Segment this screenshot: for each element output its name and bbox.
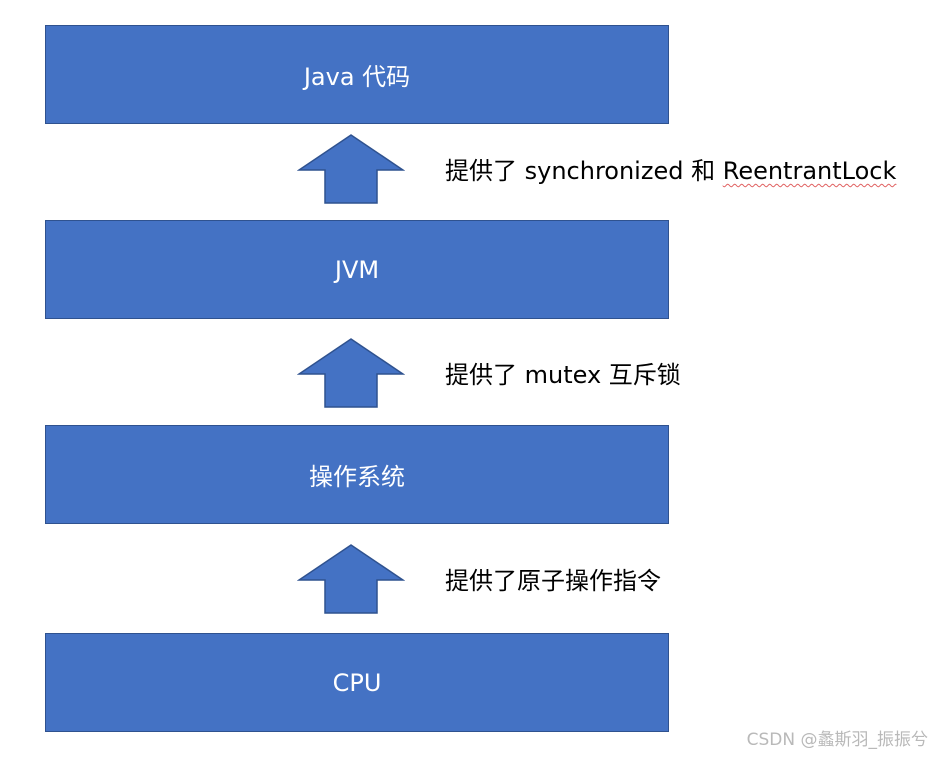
layer-label-jvm: JVM [334,255,380,284]
watermark: CSDN @蠡斯羽_振振兮 [746,730,928,750]
layer-box-jvm: JVM [45,220,669,319]
up-arrow-shape [297,338,405,408]
caption-text: 提供了原子操作指令 [445,567,661,595]
arrow-caption-os-to-jvm: 提供了 mutex 互斥锁 [445,360,681,390]
layer-box-cpu: CPU [45,633,669,732]
up-arrow-icon [297,134,405,204]
layer-label-operating-system: 操作系统 [309,463,405,491]
up-arrow-shape [297,134,405,204]
layer-label-cpu: CPU [332,668,382,697]
up-arrow-icon [297,544,405,614]
up-arrow-icon [297,338,405,408]
layer-label-java-code: Java 代码 [303,63,411,91]
up-arrow-shape [297,544,405,614]
layer-box-operating-system: 操作系统 [45,425,669,524]
caption-text: 提供了 synchronized 和 [445,157,723,185]
arrow-caption-jvm-to-java: 提供了 synchronized 和 ReentrantLock [445,156,896,186]
layer-box-java-code: Java 代码 [45,25,669,124]
caption-text: 提供了 mutex 互斥锁 [445,361,681,389]
caption-spellcheck-word: ReentrantLock [722,157,897,185]
arrow-caption-cpu-to-os: 提供了原子操作指令 [445,566,661,596]
